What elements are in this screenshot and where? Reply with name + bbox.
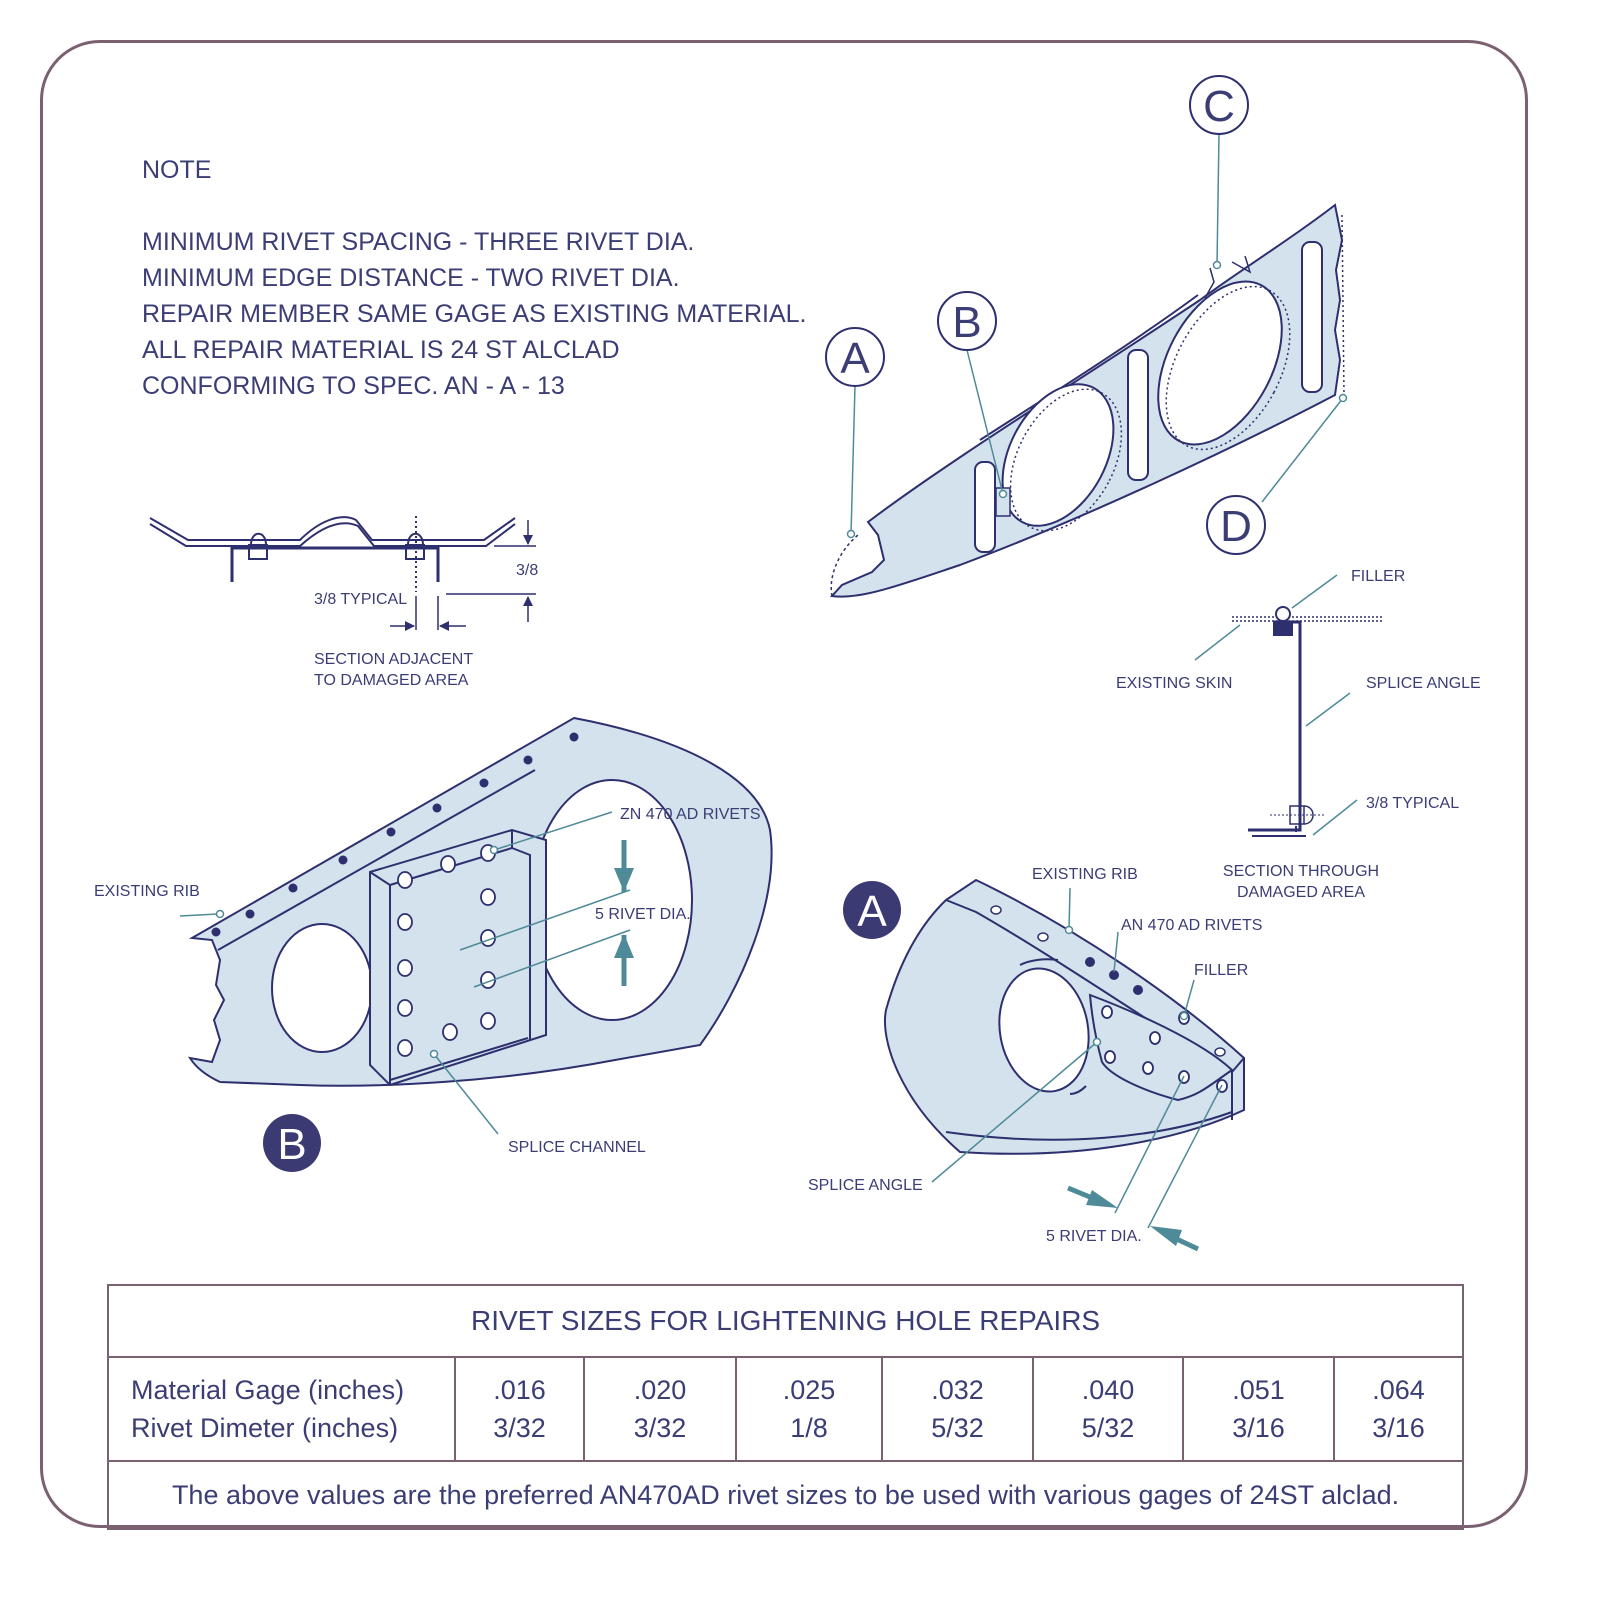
callout-b-label: B [952,298,981,347]
detail-a-badge: A [843,881,901,939]
section-adjacent-typical-label: 3/8 TYPICAL [314,591,407,608]
note-line-5: CONFORMING TO SPEC. AN - A - 13 [142,372,565,400]
section-damaged-splice-label: SPLICE ANGLE [1366,675,1481,692]
rivet-size-table: RIVET SIZES FOR LIGHTENING HOLE REPAIRS … [106,1284,1465,1530]
detail-b-drawing [179,716,773,1135]
table-cell: .051 3/16 [1182,1356,1335,1462]
detail-a-drawing [884,878,1245,1252]
section-damaged-filler-label: FILLER [1351,568,1405,585]
row-labels-cell: Material Gage (inches) Rivet Dimeter (in… [107,1356,456,1462]
table-row: Material Gage (inches) Rivet Dimeter (in… [107,1356,1465,1462]
gage-value: .032 [931,1375,984,1405]
callout-c-label: C [1203,82,1235,131]
note-line-1: MINIMUM RIVET SPACING - THREE RIVET DIA. [142,228,694,256]
section-adjacent-caption-1: SECTION ADJACENT [314,651,473,668]
callout-b: B [937,291,997,351]
gage-value: .051 [1232,1375,1285,1405]
rivet-value: 3/16 [1372,1413,1425,1443]
section-damaged-caption-2: DAMAGED AREA [1237,884,1365,901]
rib-overview-drawing [829,133,1348,598]
rivet-value: 3/32 [493,1413,546,1443]
table-title: RIVET SIZES FOR LIGHTENING HOLE REPAIRS [106,1284,1465,1358]
table-cell: .016 3/32 [454,1356,585,1462]
gage-value: .040 [1081,1375,1135,1405]
note-line-3: REPAIR MEMBER SAME GAGE AS EXISTING MATE… [142,300,807,328]
detail-b-existing-rib-label: EXISTING RIB [94,883,200,900]
callout-d-label: D [1220,502,1252,551]
callout-c: C [1189,75,1249,135]
table-footnote: The above values are the preferred AN470… [106,1460,1465,1530]
row-label-rivet: Rivet Dimeter (inches) [131,1413,399,1443]
section-damaged-drawing [1194,574,1384,837]
callout-a-label: A [840,334,870,383]
section-damaged-caption-1: SECTION THROUGH [1223,863,1379,880]
rivet-value: 3/32 [633,1413,687,1443]
detail-b-rivet-dia-label: 5 RIVET DIA. [595,906,691,923]
section-adjacent-dim-label: 3/8 [516,562,538,579]
detail-b-badge-label: B [277,1120,306,1169]
note-heading: NOTE [142,156,211,184]
detail-b-badge: B [263,1114,321,1172]
gage-value: .064 [1372,1375,1425,1405]
detail-a-rivets-label: AN 470 AD RIVETS [1121,917,1262,934]
detail-b-splice-channel-label: SPLICE CHANNEL [508,1139,646,1156]
section-damaged-skin-label: EXISTING SKIN [1116,675,1232,692]
detail-a-rivet-dia-label: 5 RIVET DIA. [1046,1228,1142,1245]
gage-value: .025 [782,1375,836,1405]
table-cell: .032 5/32 [881,1356,1034,1462]
detail-a-splice-angle-label: SPLICE ANGLE [808,1177,923,1194]
detail-a-badge-label: A [857,887,887,936]
rivet-value: 3/16 [1232,1413,1285,1443]
detail-a-filler-label: FILLER [1194,962,1248,979]
section-damaged-typical-label: 3/8 TYPICAL [1366,795,1459,812]
note-line-2: MINIMUM EDGE DISTANCE - TWO RIVET DIA. [142,264,680,292]
rivet-value: 5/32 [1081,1413,1135,1443]
section-adjacent-drawing [149,516,536,631]
section-adjacent-caption-2: TO DAMAGED AREA [314,672,469,689]
table-cell: .020 3/32 [583,1356,737,1462]
note-line-4: ALL REPAIR MATERIAL IS 24 ST ALCLAD [142,336,620,364]
table-cell: .025 1/8 [735,1356,883,1462]
rivet-value: 5/32 [931,1413,984,1443]
table-cell: .064 3/16 [1332,1356,1465,1462]
callout-d: D [1206,495,1266,555]
detail-a-existing-rib-label: EXISTING RIB [1032,866,1138,883]
detail-b-rivets-label: ZN 470 AD RIVETS [620,806,761,823]
table-cell: .040 5/32 [1032,1356,1184,1462]
callout-a: A [825,327,885,387]
gage-value: .020 [633,1375,687,1405]
rivet-value: 1/8 [790,1413,828,1443]
gage-value: .016 [493,1375,546,1405]
row-label-gage: Material Gage (inches) [131,1375,405,1405]
note-block: NOTE MINIMUM RIVET SPACING - THREE RIVET… [142,156,807,400]
